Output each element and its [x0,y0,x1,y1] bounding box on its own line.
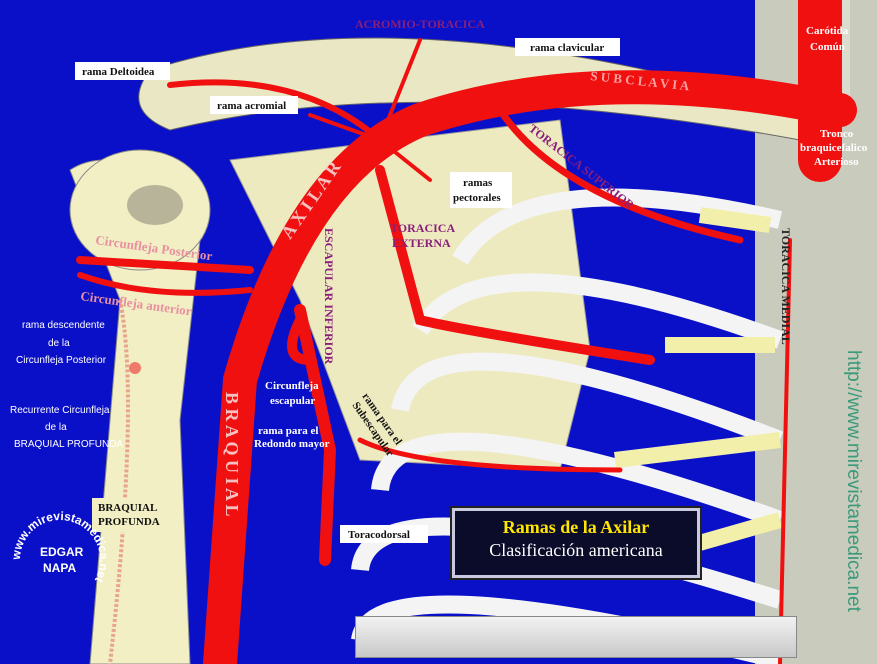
label-rama-para-el: rama para el [258,425,318,437]
label-acromio-toracica: ACROMIO-TORACICA [355,17,485,31]
label-escapular-inferior: ESCAPULAR INFERIOR [322,228,336,365]
label-ramas: ramas [463,177,493,189]
label-toracica-medial: TORACICA MEDIAL [779,228,793,345]
label-toracodorsal: Toracodorsal [348,529,410,541]
label-externa: EXTERNA [392,236,451,250]
caption-bar [355,616,797,658]
label-recurrente: Recurrente Circunfleja [10,405,110,416]
label-rama-acromial: rama acromial [217,100,286,112]
arteries [76,0,857,664]
label-carotida: Carótida [806,25,849,37]
label-de-la-1: de la [48,338,70,349]
label-rama-clavicular: rama clavicular [530,42,604,54]
svg-text:NAPA: NAPA [43,561,76,575]
label-braquicefalico: braquicefalico [800,142,868,154]
label-comun: Común [810,41,845,53]
label-de-la-2: de la [45,422,67,433]
label-circunfleja: Circunfleja [265,380,319,392]
label-rama-deltoidea: rama Deltoidea [82,66,155,78]
label-braquial: B R A Q U I A L [222,392,242,517]
svg-text:EDGAR: EDGAR [40,545,84,559]
label-rama-descendente: rama descendente [22,320,105,331]
label-braquial-profunda-white: BRAQUIAL PROFUNDA [14,439,123,450]
label-arterioso: Arterioso [814,156,859,168]
label-circunfleja-posterior-2: Circunfleja Posterior [16,355,107,366]
title-box: Ramas de la Axilar Clasificación america… [452,508,700,578]
watermark-url: http://www.mirevistamedica.net [843,350,864,613]
title-main: Ramas de la Axilar [502,517,650,537]
label-escapular: escapular [270,395,315,407]
label-toracica: TORACICA [390,221,455,235]
label-pectorales: pectorales [453,192,501,204]
label-braquial-profunda-2: PROFUNDA [98,516,160,528]
label-tronco: Tronco [820,128,854,140]
label-braquial-profunda-1: BRAQUIAL [98,502,157,514]
label-redondo-mayor: Redondo mayor [254,438,330,450]
title-sub: Clasificación americana [489,540,663,560]
